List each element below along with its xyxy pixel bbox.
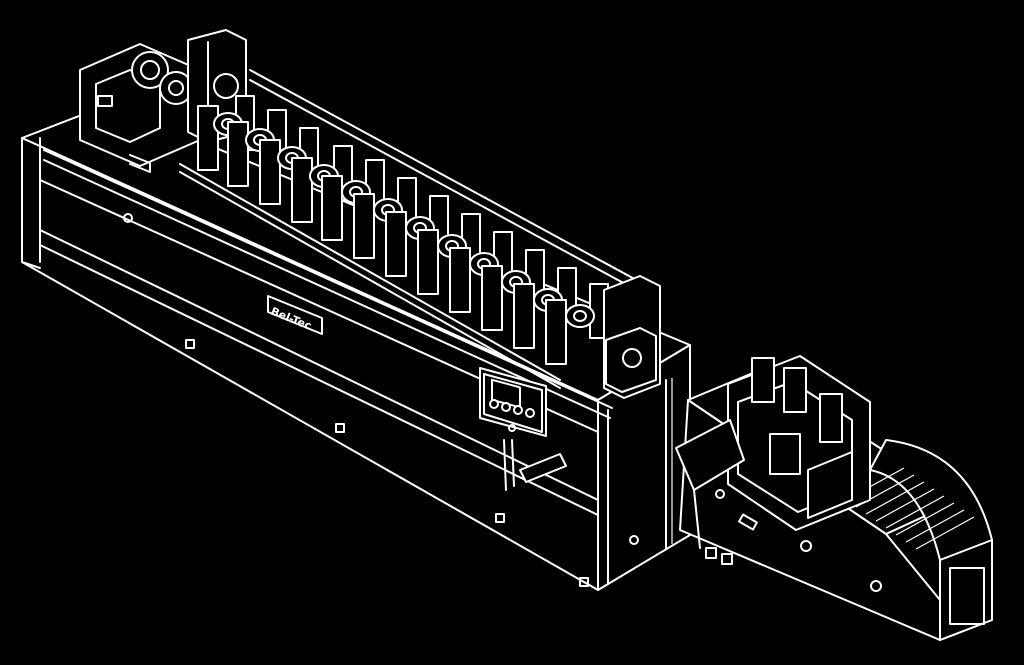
panel-button <box>525 408 535 418</box>
cylinder <box>751 357 775 403</box>
roll-stands <box>197 95 661 399</box>
panel-button <box>501 402 511 412</box>
stand-rails <box>179 69 641 389</box>
machine-base <box>21 103 691 591</box>
chute <box>675 419 745 549</box>
cylinder <box>819 393 843 443</box>
panel-button <box>489 399 499 409</box>
conveyor <box>845 467 975 550</box>
panel-button <box>513 405 523 415</box>
control-panel <box>479 367 567 491</box>
roll-stand <box>197 95 255 171</box>
roll-stand-exit <box>603 275 661 399</box>
roll-stand <box>545 283 609 365</box>
cylinder <box>783 367 807 413</box>
cutoff-press <box>727 355 871 531</box>
